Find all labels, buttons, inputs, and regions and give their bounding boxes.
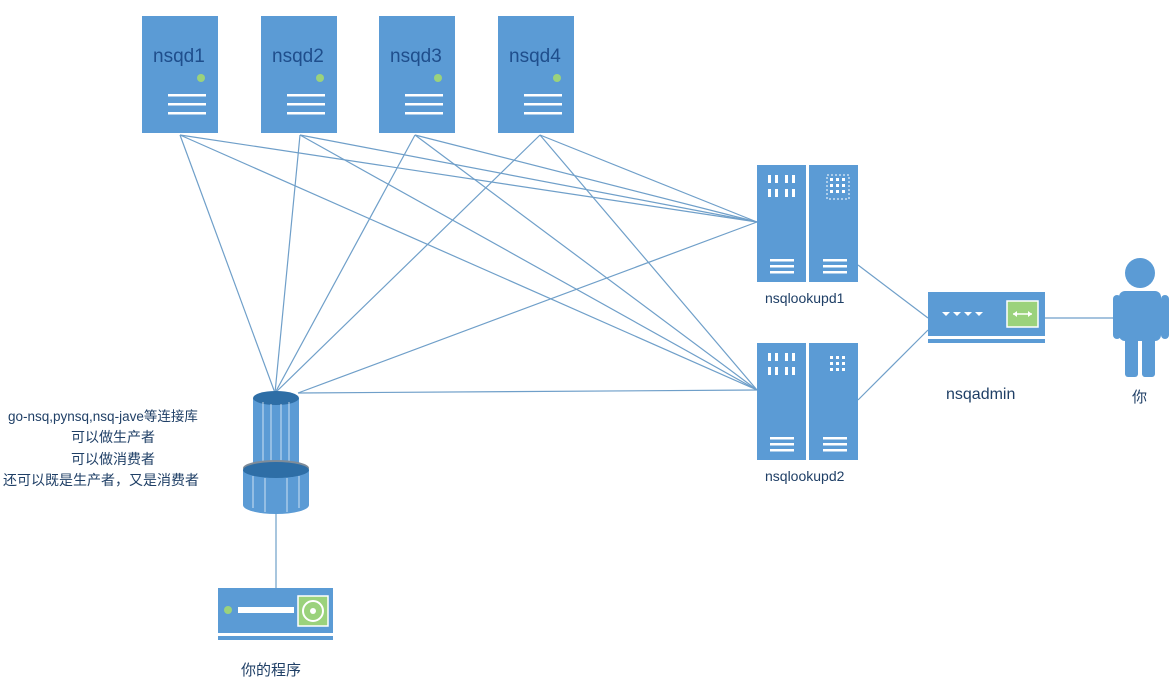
- program-label: 你的程序: [241, 662, 302, 679]
- client-desc-line-3: 可以做消费者: [71, 451, 155, 467]
- connection-lines: [179, 134, 1118, 588]
- nsqlookupd-server-2: [757, 343, 858, 460]
- nsqd-server-2: [261, 16, 337, 133]
- nsqd-label-3: nsqd3: [390, 46, 442, 67]
- user-label: 你: [1132, 389, 1148, 406]
- client-desc-line-4: 还可以既是生产者，又是消费者: [3, 472, 199, 488]
- nsqd-server-1: [142, 16, 218, 133]
- nsqlookupd-label-1: nsqlookupd1: [765, 290, 845, 306]
- nsqd-label-2: nsqd2: [272, 46, 324, 67]
- nsqlookupd-label-2: nsqlookupd2: [765, 468, 845, 484]
- nsqd-label-1: nsqd1: [153, 46, 205, 67]
- nsqd-label-4: nsqd4: [509, 46, 561, 67]
- nsqadmin-device: [928, 292, 1045, 343]
- user-person-icon: [1113, 258, 1169, 377]
- nsqadmin-label: nsqadmin: [946, 386, 1016, 403]
- client-library-stack: [243, 391, 309, 514]
- nsqlookupd-server-1: [757, 165, 858, 282]
- program-server: [218, 588, 333, 640]
- nsqd-server-3: [379, 16, 455, 133]
- client-desc-line-2: 可以做生产者: [71, 429, 155, 445]
- nsqd-server-4: [498, 16, 574, 133]
- client-desc-line-1: go-nsq,pynsq,nsq-jave等连接库: [8, 409, 198, 424]
